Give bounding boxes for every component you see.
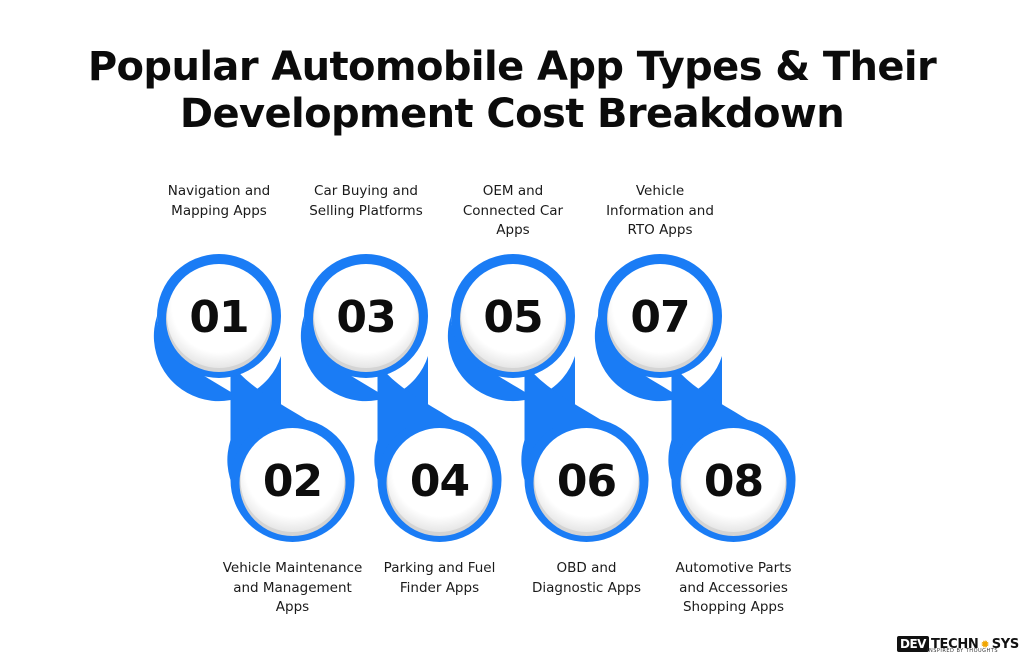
step-number-08: 08	[703, 455, 764, 507]
step-connector-07	[594, 316, 722, 434]
step-label-01: Navigation and Mapping Apps	[167, 183, 271, 219]
gear-icon: ✹	[980, 638, 990, 651]
step-number-01: 01	[189, 291, 249, 343]
step-label-08: Automotive Parts and Accessories Shoppin…	[675, 560, 792, 615]
step-label-05: OEM and Connected Car Apps	[462, 183, 564, 238]
step-circle-06	[534, 428, 639, 532]
step-circle-01	[167, 264, 271, 368]
step-label-04: Parking and Fuel Finder Apps	[383, 560, 496, 596]
step-label-07: Vehicle Information and RTO Apps	[606, 183, 714, 238]
step-connector-05	[447, 316, 575, 434]
step-circle-03	[314, 264, 418, 368]
step-label-03: Car Buying and Selling Platforms	[309, 183, 423, 219]
step-number-07: 07	[630, 291, 690, 343]
step-circle-05	[461, 264, 565, 368]
step-circle-08	[681, 428, 786, 532]
step-circle-07	[608, 264, 712, 368]
step-circle-02	[240, 428, 345, 532]
step-connector-03	[300, 316, 428, 434]
logo-tagline: INSPIRED BY THOUGHTS	[927, 648, 999, 654]
logo-name-part2: SYS	[991, 636, 1020, 652]
step-number-05: 05	[483, 291, 543, 343]
step-circle-04	[387, 428, 492, 532]
company-logo: DEV TECHN ✹ SYS INSPIRED BY THOUGHTS	[897, 630, 1019, 658]
step-number-02: 02	[262, 455, 323, 507]
step-label-02: Vehicle Maintenance and Management Apps	[222, 560, 363, 615]
step-number-04: 04	[409, 455, 470, 507]
page-title: Popular Automobile App Types & Their Dev…	[0, 44, 1024, 138]
step-label-06: OBD and Diagnostic Apps	[531, 560, 641, 596]
logo-name-part1: TECHN	[930, 636, 979, 652]
step-number-06: 06	[556, 455, 617, 507]
title-line-2: Development Cost Breakdown	[179, 91, 845, 137]
step-number-03: 03	[336, 291, 396, 343]
logo-mark: DEV	[897, 636, 929, 652]
step-connector-01	[153, 316, 281, 434]
title-line-1: Popular Automobile App Types & Their	[87, 44, 937, 90]
